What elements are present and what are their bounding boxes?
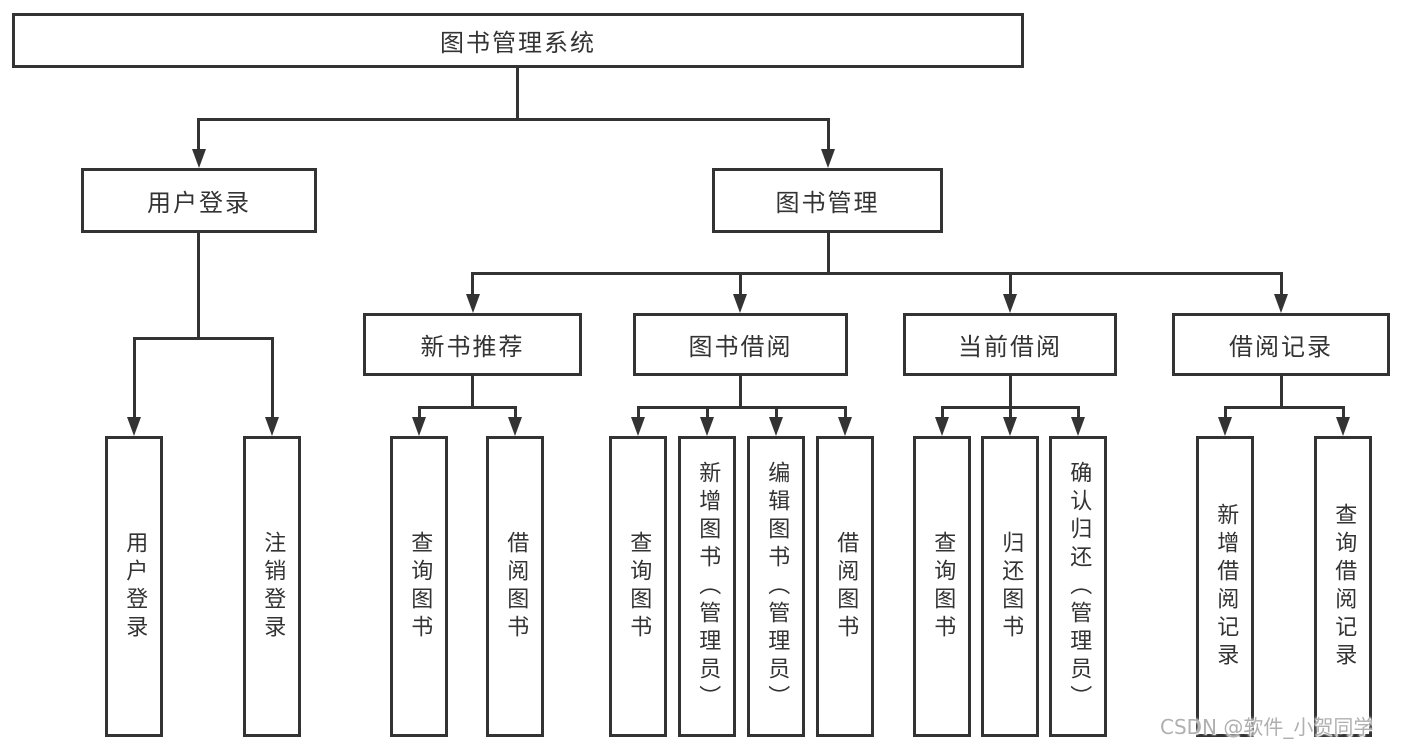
arrow-down-icon — [1274, 294, 1288, 313]
arrow-down-icon — [631, 417, 645, 436]
connector-line — [1009, 376, 1012, 409]
connector-line — [471, 272, 474, 298]
node-user-login-action: 用户登录 — [105, 436, 163, 737]
arrow-down-icon — [192, 149, 206, 168]
connector-line — [1280, 376, 1283, 409]
node-borrowing-borrow-books: 借阅图书 — [816, 436, 874, 737]
connector-line — [1009, 406, 1012, 421]
arrow-down-icon — [838, 417, 852, 436]
arrow-down-icon — [821, 149, 835, 168]
connector-line — [637, 406, 847, 409]
arrow-down-icon — [127, 417, 141, 436]
connector-line — [739, 376, 742, 409]
node-current-query-books: 查询图书 — [913, 436, 971, 737]
node-logout-action: 注销登录 — [243, 436, 301, 737]
node-new-book-recommend: 新书推荐 — [363, 313, 582, 376]
node-current-borrowing-label: 当前借阅 — [958, 333, 1062, 361]
connector-line — [133, 337, 274, 340]
arrow-down-icon — [769, 417, 783, 436]
connector-line — [418, 406, 517, 409]
node-current-return-books-label: 归还图书 — [998, 530, 1024, 643]
connector-line — [1342, 406, 1345, 421]
connector-line — [827, 233, 830, 275]
node-user-login-label: 用户登录 — [147, 189, 251, 217]
node-recommend-query-books-label: 查询图书 — [407, 530, 433, 643]
connector-line — [775, 406, 778, 421]
node-user-login-action-label: 用户登录 — [122, 530, 148, 643]
node-borrowing-edit-books-label: 编辑图书（管理员） — [764, 460, 790, 713]
connector-line — [271, 337, 274, 421]
node-root: 图书管理系统 — [12, 13, 1024, 68]
arrow-down-icon — [1003, 417, 1017, 436]
connector-line — [516, 68, 519, 121]
node-book-borrowing-label: 图书借阅 — [688, 333, 793, 361]
connector-line — [133, 337, 136, 421]
connector-line — [706, 406, 709, 421]
node-recommend-query-books: 查询图书 — [390, 436, 448, 737]
arrow-down-icon — [466, 294, 480, 313]
arrow-down-icon — [412, 417, 426, 436]
node-borrowing-borrow-books-label: 借阅图书 — [833, 530, 859, 643]
arrow-down-icon — [1071, 417, 1085, 436]
arrow-down-icon — [265, 417, 279, 436]
connector-line — [471, 272, 1283, 275]
connector-line — [471, 376, 474, 409]
csdn-watermark: CSDN @软件_小贺同学 — [1160, 715, 1374, 739]
arrow-down-icon — [733, 294, 747, 313]
connector-line — [941, 406, 944, 421]
node-book-borrowing: 图书借阅 — [633, 313, 848, 376]
connector-line — [844, 406, 847, 421]
connector-line — [1077, 406, 1080, 421]
arrow-down-icon — [1336, 417, 1350, 436]
node-recommend-borrow-books-label: 借阅图书 — [503, 530, 529, 643]
node-borrowing-query-books-label: 查询图书 — [626, 530, 652, 643]
node-records-add-record-label: 新增借阅记录 — [1213, 502, 1239, 671]
connector-line — [1224, 406, 1345, 409]
arrow-down-icon — [700, 417, 714, 436]
node-recommend-borrow-books: 借阅图书 — [486, 436, 544, 737]
node-book-management-label: 图书管理 — [775, 189, 880, 217]
node-current-confirm-return-label: 确认归还（管理员） — [1066, 460, 1092, 713]
arrow-down-icon — [1218, 417, 1232, 436]
connector-line — [941, 406, 1080, 409]
connector-line — [1224, 406, 1227, 421]
node-borrowing-query-books: 查询图书 — [609, 436, 667, 737]
arrow-down-icon — [935, 417, 949, 436]
connector-line — [1009, 272, 1012, 298]
connector-line — [514, 406, 517, 421]
node-current-query-books-label: 查询图书 — [930, 530, 956, 643]
node-user-login: 用户登录 — [81, 168, 317, 233]
arrow-down-icon — [1003, 294, 1017, 313]
arrow-down-icon — [508, 417, 522, 436]
connector-line — [197, 118, 830, 121]
node-current-borrowing: 当前借阅 — [903, 313, 1117, 376]
connector-line — [1280, 272, 1283, 298]
node-current-return-books: 归还图书 — [981, 436, 1039, 737]
node-records-query-record-label: 查询借阅记录 — [1331, 502, 1357, 671]
node-logout-action-label: 注销登录 — [260, 530, 286, 643]
node-borrowing-records-label: 借阅记录 — [1229, 333, 1333, 361]
node-borrowing-edit-books: 编辑图书（管理员） — [747, 436, 805, 737]
node-root-label: 图书管理系统 — [440, 29, 596, 57]
connector-line — [637, 406, 640, 421]
node-records-add-record: 新增借阅记录 — [1196, 436, 1254, 737]
connector-line — [739, 272, 742, 298]
connector-line — [197, 233, 200, 340]
connector-line — [418, 406, 421, 421]
node-borrowing-add-books: 新增图书（管理员） — [678, 436, 736, 737]
node-borrowing-add-books-label: 新增图书（管理员） — [695, 460, 721, 713]
connector-line — [197, 118, 200, 153]
node-borrowing-records: 借阅记录 — [1172, 313, 1390, 376]
connector-line — [827, 118, 830, 153]
node-book-management: 图书管理 — [712, 168, 943, 233]
node-new-book-recommend-label: 新书推荐 — [420, 333, 525, 361]
node-current-confirm-return: 确认归还（管理员） — [1049, 436, 1107, 737]
node-records-query-record: 查询借阅记录 — [1314, 436, 1372, 737]
